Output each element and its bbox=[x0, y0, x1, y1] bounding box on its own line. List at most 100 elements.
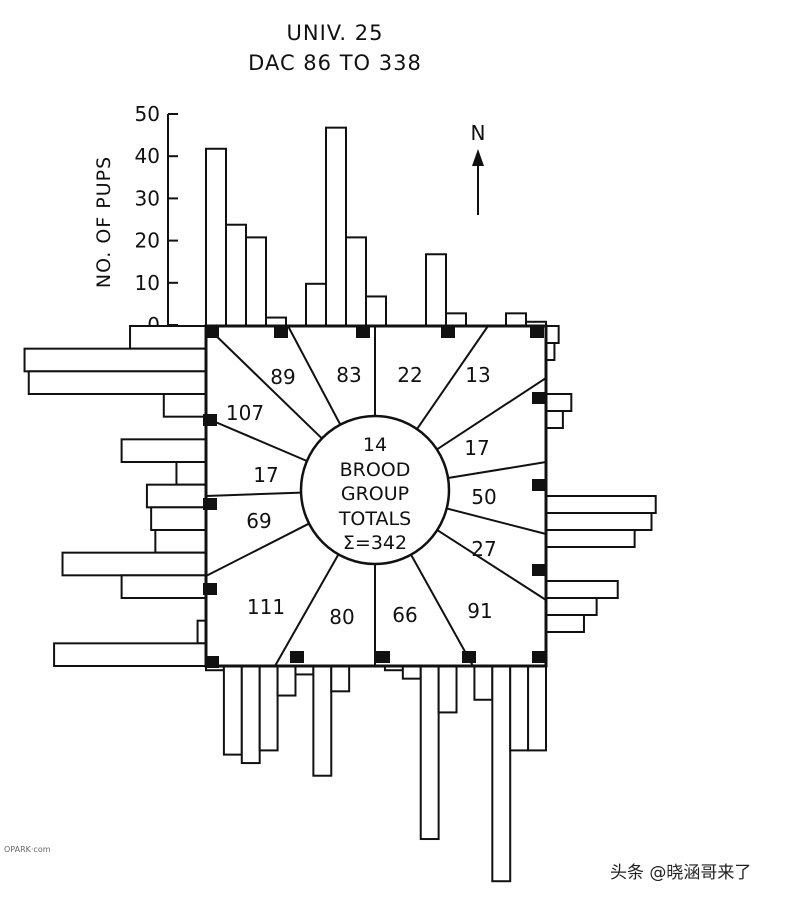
nest-box-icon bbox=[205, 656, 219, 668]
bar-bottom bbox=[222, 665, 243, 756]
bar-bottom bbox=[240, 665, 261, 765]
nest-box-icon bbox=[532, 564, 546, 576]
nest-box-icon bbox=[532, 479, 546, 491]
bar-bottom bbox=[473, 665, 494, 701]
nest-box-icon bbox=[356, 326, 370, 338]
bar-left bbox=[154, 529, 207, 554]
bar-left bbox=[120, 574, 207, 599]
segment-total: 111 bbox=[247, 595, 285, 619]
bar-bottom bbox=[527, 665, 548, 752]
y-tick-label: 30 bbox=[135, 186, 160, 210]
nest-box-icon bbox=[530, 326, 544, 338]
segment-total: 91 bbox=[467, 599, 492, 623]
bar-top bbox=[425, 253, 447, 327]
partition-line bbox=[446, 507, 547, 535]
partition-line bbox=[447, 461, 547, 480]
y-tick-label: 20 bbox=[135, 229, 160, 253]
bar-top bbox=[505, 312, 527, 327]
watermark-small-text: OPARK·com bbox=[4, 845, 51, 854]
bar-left bbox=[145, 483, 207, 509]
nest-box-icon bbox=[203, 498, 217, 510]
histogram-bottom bbox=[205, 665, 548, 883]
bar-top bbox=[365, 295, 387, 327]
bar-right bbox=[545, 580, 619, 599]
bar-left bbox=[61, 551, 207, 577]
center-circle bbox=[299, 414, 451, 566]
bar-left bbox=[129, 325, 207, 350]
nest-box-icon bbox=[441, 326, 455, 338]
partition-line bbox=[436, 529, 547, 601]
partition-line bbox=[205, 417, 308, 462]
segment-total: 13 bbox=[465, 363, 490, 387]
nest-boxes bbox=[203, 326, 546, 668]
bar-right bbox=[545, 393, 573, 412]
segment-total: 22 bbox=[397, 363, 422, 387]
bar-bottom bbox=[437, 665, 458, 714]
bar-right bbox=[545, 597, 598, 616]
segment-total: 17 bbox=[464, 436, 489, 460]
bar-left bbox=[175, 461, 208, 486]
y-tick-label: 40 bbox=[135, 144, 160, 168]
segment-total: 89 bbox=[270, 365, 295, 389]
bar-left bbox=[23, 347, 208, 373]
center-label-line: TOTALS bbox=[338, 508, 411, 530]
bar-right bbox=[545, 614, 585, 633]
bar-bottom bbox=[491, 665, 512, 883]
center-label-line: 14 bbox=[363, 434, 387, 456]
y-axis-label: NO. OF PUPS bbox=[93, 156, 115, 288]
y-tick-label: 10 bbox=[135, 271, 160, 295]
partition-line bbox=[274, 553, 340, 667]
segment-total: 66 bbox=[392, 603, 417, 627]
partition-line bbox=[205, 325, 323, 440]
histogram-left bbox=[23, 325, 208, 667]
bar-bottom bbox=[419, 665, 440, 841]
partition-line bbox=[287, 325, 342, 426]
bar-top bbox=[325, 126, 347, 327]
histogram-right bbox=[545, 325, 657, 633]
bar-top bbox=[345, 236, 367, 328]
segment-total: 80 bbox=[329, 605, 354, 629]
histogram-top bbox=[205, 126, 547, 328]
center-label-line: Σ=342 bbox=[343, 532, 407, 554]
title-line-1: UNIV. 25 bbox=[286, 21, 383, 45]
bar-right bbox=[545, 529, 636, 548]
bar-bottom bbox=[330, 665, 351, 693]
partition-line bbox=[205, 491, 302, 497]
partition-line bbox=[436, 377, 547, 451]
partition-line bbox=[416, 325, 489, 430]
bar-bottom bbox=[401, 665, 422, 680]
partition-lines bbox=[205, 325, 547, 667]
nest-box-icon bbox=[203, 414, 217, 426]
bar-top bbox=[245, 236, 267, 328]
north-label: N bbox=[471, 121, 486, 145]
nest-box-icon bbox=[462, 651, 476, 663]
watermark-text: 头条 @晓涵哥来了 bbox=[610, 863, 751, 883]
segment-total: 83 bbox=[336, 363, 361, 387]
partition-line bbox=[410, 554, 474, 667]
bar-bottom bbox=[258, 665, 279, 752]
watermark-small: OPARK·com bbox=[4, 845, 51, 854]
nest-box-icon bbox=[290, 651, 304, 663]
segment-total: 50 bbox=[471, 485, 496, 509]
segment-total: 107 bbox=[226, 401, 264, 425]
partition-line bbox=[205, 522, 310, 577]
bar-left bbox=[27, 370, 208, 396]
bar-right bbox=[545, 410, 564, 429]
bar-left bbox=[120, 438, 207, 464]
bar-right bbox=[545, 495, 657, 514]
bar-top bbox=[305, 282, 327, 327]
bar-left bbox=[162, 393, 208, 418]
segment-total: 27 bbox=[471, 537, 496, 561]
y-tick-label: 50 bbox=[135, 102, 160, 126]
nest-box-icon bbox=[532, 392, 546, 404]
center-label-line: BROOD bbox=[340, 459, 411, 481]
title-line-2: DAC 86 TO 338 bbox=[248, 51, 422, 75]
bar-left bbox=[150, 506, 207, 532]
nest-box-icon bbox=[376, 651, 390, 663]
nest-box-icon bbox=[274, 326, 288, 338]
